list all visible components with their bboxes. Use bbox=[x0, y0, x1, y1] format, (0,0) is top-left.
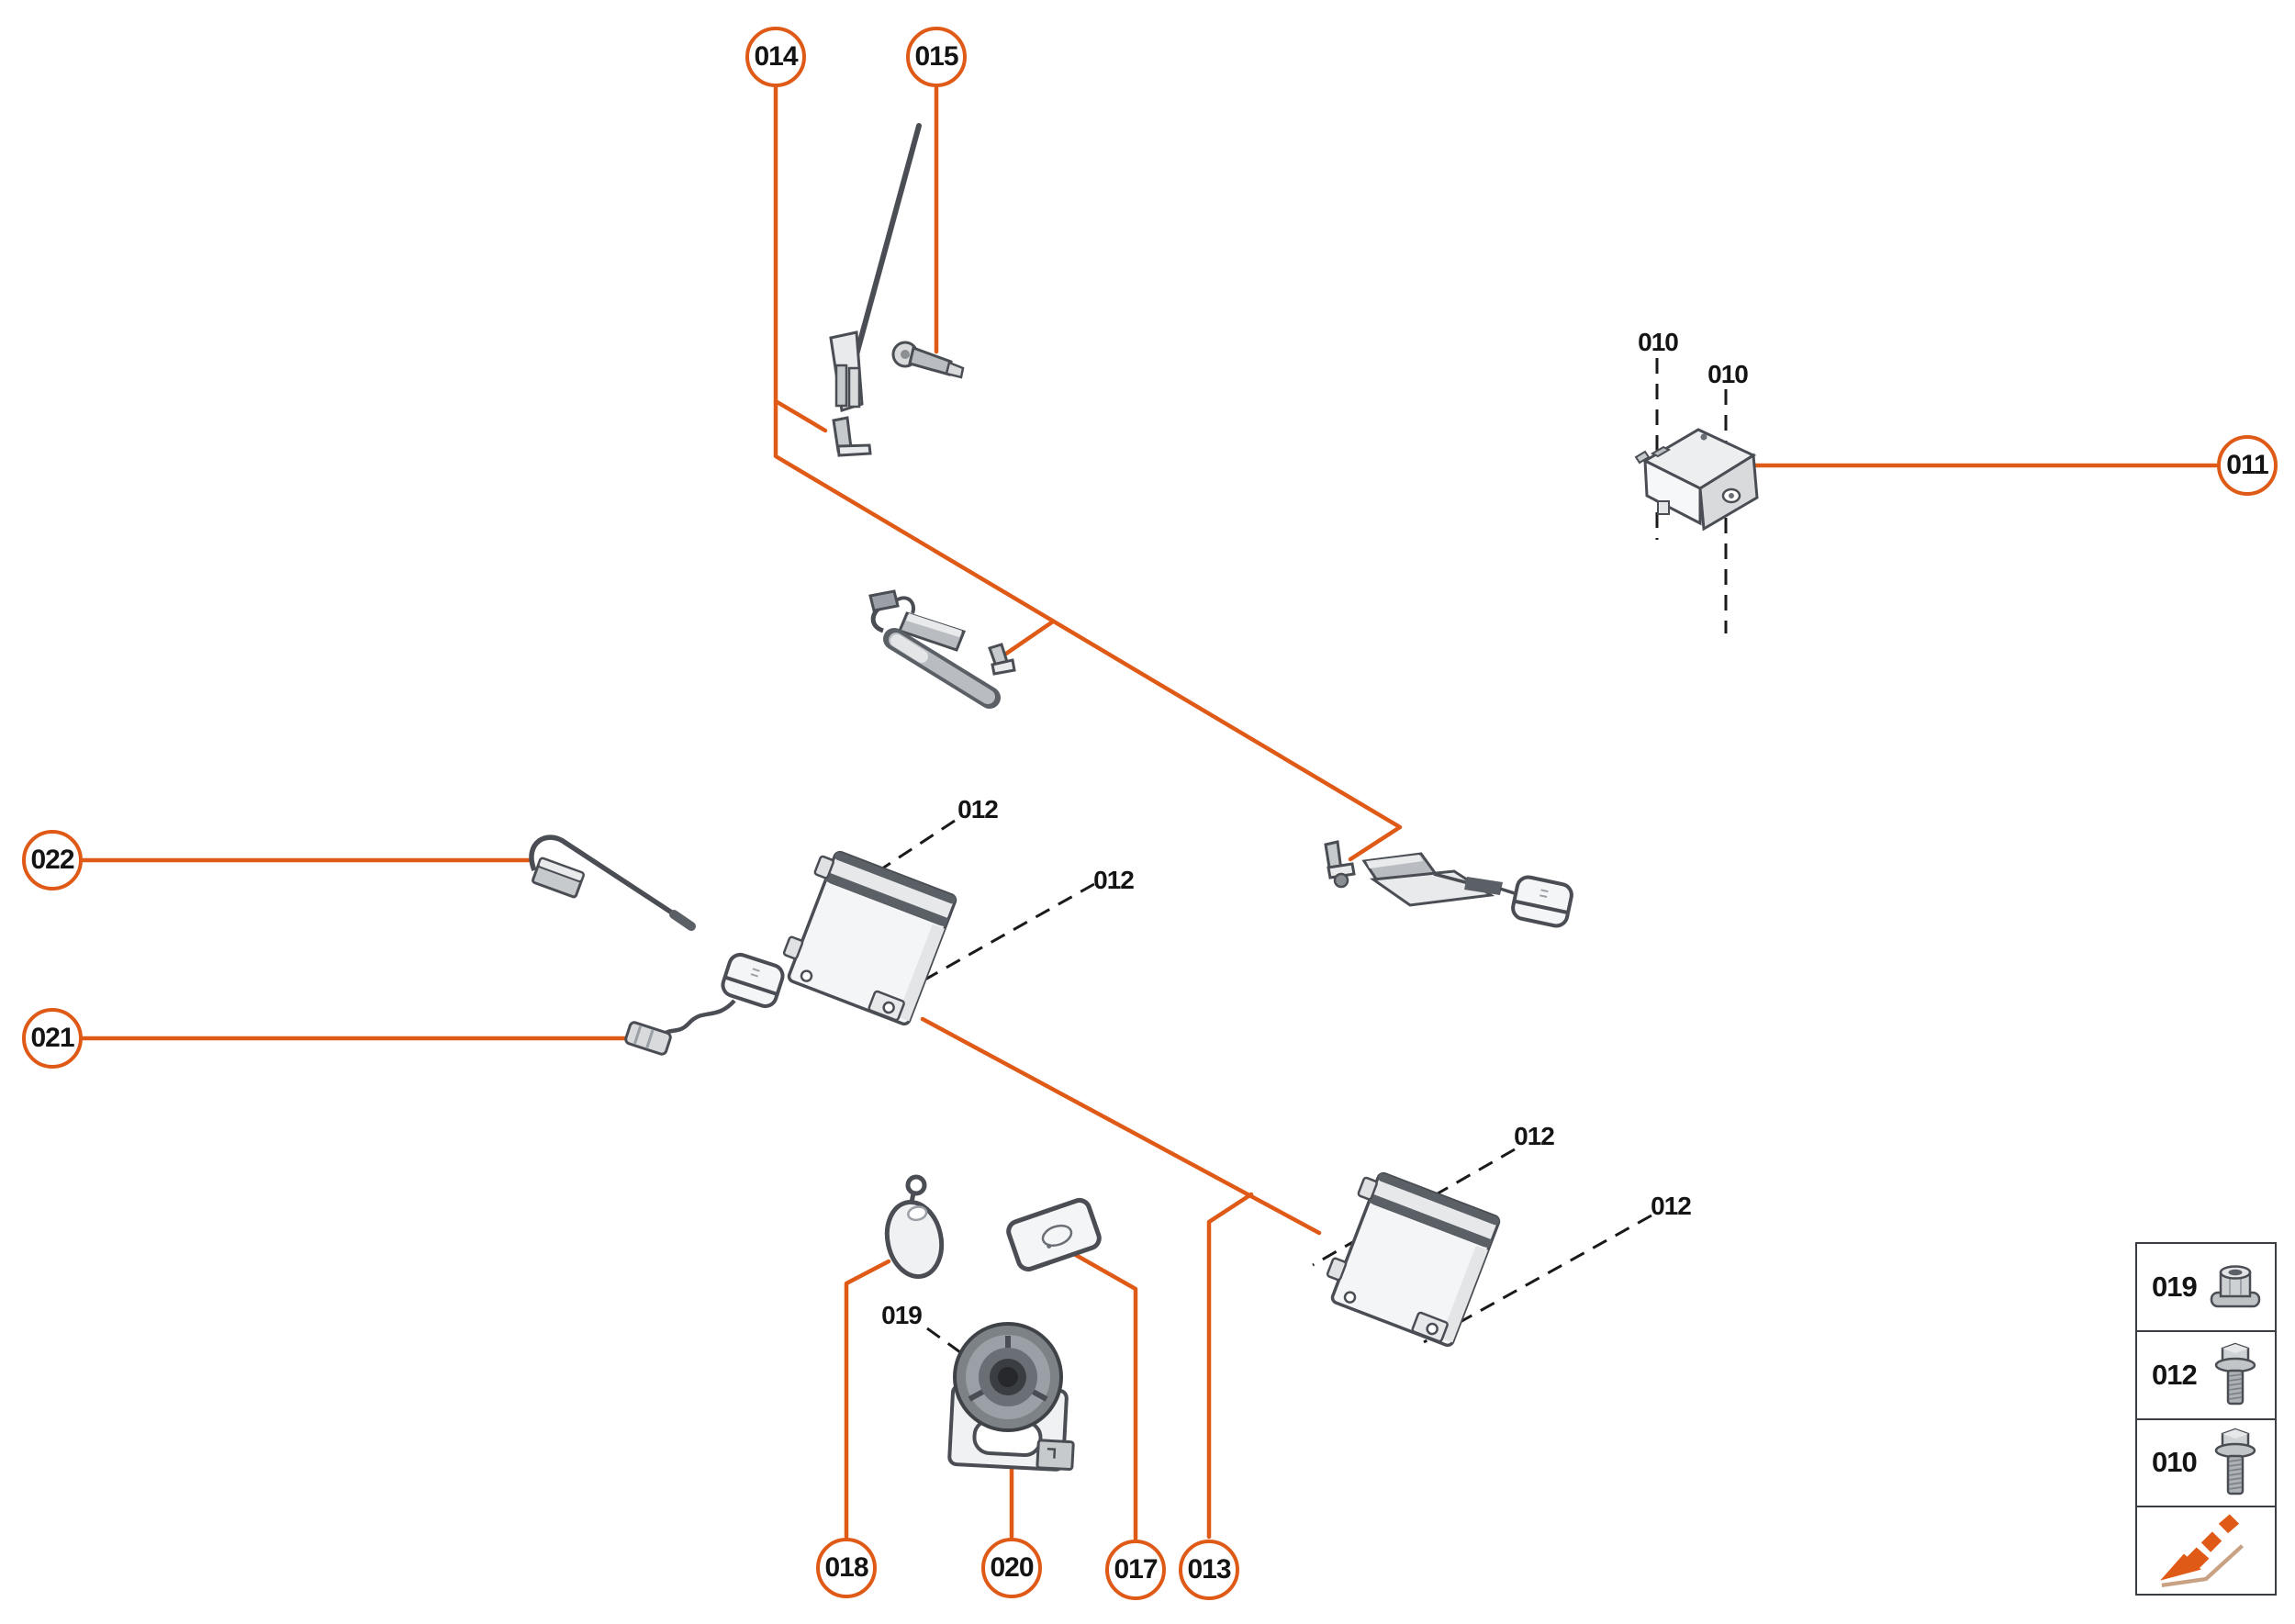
emergency-key-fob bbox=[884, 1174, 945, 1280]
leader-019-speaker bbox=[926, 1327, 961, 1354]
line-014-branch-clip-top bbox=[773, 398, 828, 433]
callout-017[interactable]: 017 bbox=[1105, 1540, 1166, 1600]
callout-022-label: 022 bbox=[30, 845, 74, 875]
part-label-010-b: 010 bbox=[1707, 360, 1749, 388]
flange-bolt-icon bbox=[2214, 1428, 2256, 1495]
legend-row-direction bbox=[2137, 1507, 2275, 1594]
line-013-diagonal bbox=[920, 1016, 1322, 1236]
line-014-branch-clip-middle bbox=[1003, 619, 1056, 656]
callout-013[interactable]: 013 bbox=[1179, 1540, 1239, 1600]
part-label-012-b: 012 bbox=[1093, 866, 1135, 894]
line-017 bbox=[1071, 1251, 1138, 1541]
roof-antenna-mast bbox=[829, 123, 922, 412]
dashed-leader-lines bbox=[830, 358, 1728, 1354]
callout-011-label: 011 bbox=[2226, 450, 2268, 480]
part-label-012-d: 012 bbox=[1651, 1192, 1692, 1220]
fastener-legend-table: 019 012 bbox=[2135, 1242, 2277, 1596]
flange-bolt-icon bbox=[2214, 1342, 2256, 1405]
legend-row-012: 012 bbox=[2137, 1332, 2275, 1420]
callout-015[interactable]: 015 bbox=[906, 27, 967, 87]
callout-017-label: 017 bbox=[1114, 1554, 1158, 1585]
callout-014[interactable]: 014 bbox=[745, 27, 806, 87]
callout-018-label: 018 bbox=[824, 1552, 868, 1583]
callout-011[interactable]: 011 bbox=[2217, 435, 2278, 496]
wire-antenna-element bbox=[529, 834, 696, 931]
legend-row-010: 010 bbox=[2137, 1420, 2275, 1508]
mounting-clip-top bbox=[832, 416, 872, 457]
mounting-clip-middle bbox=[988, 643, 1016, 676]
line-014 bbox=[773, 85, 1403, 862]
antenna-amplifier-left bbox=[868, 589, 1001, 709]
direction-arrow-icon bbox=[2160, 1514, 2245, 1588]
antenna-amplifier-right bbox=[1361, 852, 1521, 907]
part-label-019: 019 bbox=[881, 1301, 923, 1329]
flange-nut-icon bbox=[2210, 1265, 2261, 1308]
part-label-012-a: 012 bbox=[957, 795, 999, 823]
line-013-drop bbox=[1206, 1192, 1254, 1540]
callout-014-label: 014 bbox=[754, 41, 798, 72]
callout-018[interactable]: 018 bbox=[816, 1538, 877, 1598]
antenna-puck-right bbox=[1508, 873, 1576, 930]
callout-015-label: 015 bbox=[914, 41, 958, 72]
legend-label-012: 012 bbox=[2152, 1358, 2198, 1391]
callout-022[interactable]: 022 bbox=[22, 830, 83, 890]
control-module-center bbox=[773, 845, 958, 1027]
control-module-010 bbox=[1634, 428, 1759, 532]
legend-label-010: 010 bbox=[2152, 1446, 2198, 1479]
callout-020-label: 020 bbox=[990, 1552, 1034, 1583]
alarm-speaker bbox=[947, 1322, 1075, 1472]
callout-020[interactable]: 020 bbox=[981, 1538, 1042, 1598]
part-label-010-a: 010 bbox=[1638, 328, 1679, 356]
legend-label-019: 019 bbox=[2152, 1270, 2198, 1303]
gps-antenna-with-cable bbox=[624, 949, 788, 1056]
mounting-clip-right bbox=[1324, 840, 1356, 889]
key-card bbox=[1006, 1197, 1102, 1272]
control-module-right bbox=[1316, 1166, 1502, 1349]
callout-013-label: 013 bbox=[1187, 1554, 1231, 1585]
part-label-012-c: 012 bbox=[1514, 1122, 1555, 1150]
legend-row-019: 019 bbox=[2137, 1244, 2275, 1332]
line-018 bbox=[844, 1259, 891, 1540]
callout-connector-lines bbox=[81, 85, 2219, 1541]
antenna-joint-element bbox=[891, 341, 965, 379]
callout-021-label: 021 bbox=[30, 1023, 74, 1053]
callout-021[interactable]: 021 bbox=[22, 1008, 83, 1069]
